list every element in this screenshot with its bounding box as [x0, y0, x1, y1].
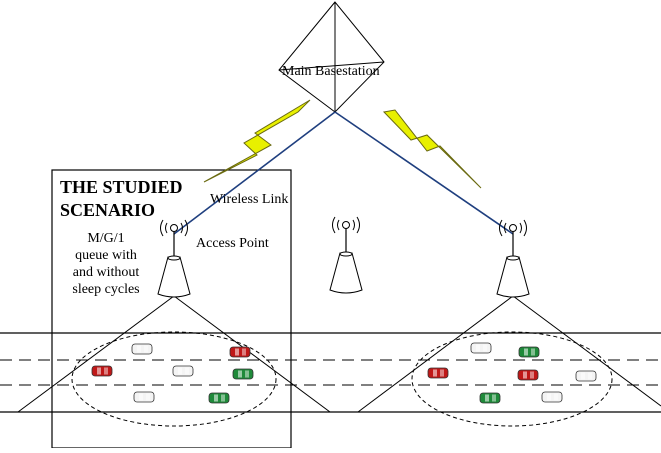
main-basestation-label: Main Basestation — [282, 64, 380, 79]
basestation-pyramid-icon — [278, 1, 385, 113]
queue-note-line: M/G/1 — [87, 231, 124, 246]
car-icon — [518, 346, 540, 358]
scenario-title-line1: THE STUDIED — [60, 177, 183, 197]
car-icon — [541, 391, 563, 403]
wireless-link-label: Wireless Link — [210, 192, 288, 207]
car-icon — [517, 369, 539, 381]
vehicle-cluster-right — [427, 342, 597, 404]
car-icon — [133, 391, 155, 403]
car-icon — [427, 367, 449, 379]
scenario-title-line2: SCENARIO — [60, 200, 155, 220]
access-point-icon — [496, 219, 530, 298]
queue-note-line: and without — [73, 265, 140, 280]
lightning-link-icon — [203, 99, 311, 183]
queue-note-line: queue with — [75, 248, 137, 263]
queue-note: M/G/1 queue with and without sleep cycle… — [72, 231, 139, 297]
vehicle-cluster-left — [91, 343, 254, 404]
car-icon — [232, 368, 254, 380]
lightning-link-icon — [382, 109, 482, 189]
access-point-label: Access Point — [196, 236, 269, 251]
car-icon — [91, 365, 113, 377]
coverage-area-right — [357, 295, 661, 427]
access-point-icon — [329, 216, 363, 294]
coverage-area-left — [17, 295, 331, 427]
car-icon — [208, 392, 230, 404]
car-icon — [172, 365, 194, 377]
queue-note-line: sleep cycles — [72, 282, 139, 297]
car-icon — [131, 343, 153, 355]
access-point-icon — [157, 219, 191, 298]
car-icon — [575, 370, 597, 382]
car-icon — [470, 342, 492, 354]
wireless-link-lines — [173, 111, 514, 235]
car-icon — [229, 346, 251, 358]
car-icon — [479, 392, 501, 404]
highway — [0, 332, 661, 413]
